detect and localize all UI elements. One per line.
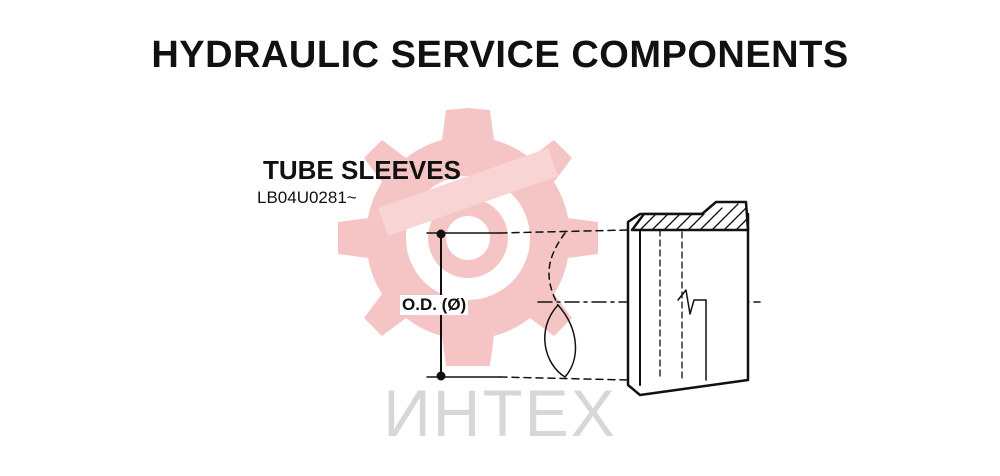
sleeve-hatching [639,203,749,231]
dimension-arrow-bottom [436,371,446,381]
tube-break-upper [548,232,566,306]
sleeve-break-mark [677,289,707,315]
tube-top-edge [499,229,629,234]
tube-break-lower-left [544,304,566,378]
section-title: TUBE SLEEVES [263,155,461,185]
page-title: HYDRAULIC SERVICE COMPONENTS [151,34,849,76]
watermark-text: ИНТЕХ [383,376,617,450]
part-number: LB04U0281~ [257,188,357,207]
tube-break-lower-right [557,304,577,378]
dimension-arrow-top [436,229,446,239]
od-dimension-label: O.D. (Ø) [400,295,469,315]
tube-bottom-edge [499,376,629,381]
